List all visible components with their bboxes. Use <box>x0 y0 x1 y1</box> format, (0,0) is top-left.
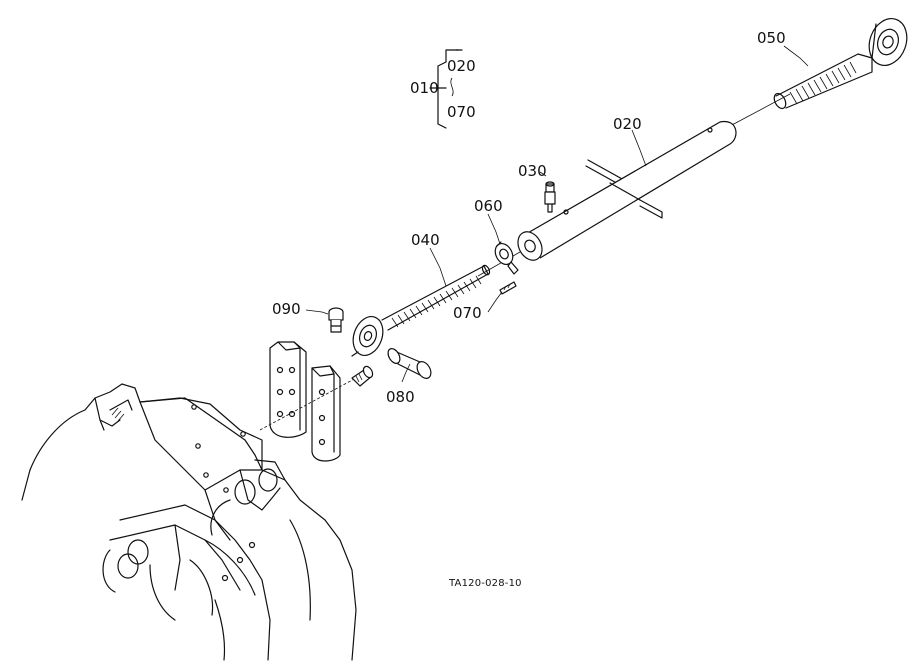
callout-020-group: 020 <box>447 57 476 75</box>
part-030-grease-fitting <box>544 181 556 213</box>
part-090-bolt <box>328 307 344 333</box>
callout-080: 080 <box>386 388 415 406</box>
part-050-upper-rod-end <box>773 18 908 110</box>
part-080-clevis-pin <box>387 348 432 379</box>
callout-090: 090 <box>272 300 301 318</box>
tractor-rear-housing <box>21 383 357 661</box>
callout-070: 070 <box>453 304 482 322</box>
part-060-lock-nut <box>494 241 519 275</box>
drawing-code: TA120-028-10 <box>448 578 522 589</box>
part-020-tube <box>517 120 737 261</box>
bracket-mounting-bolt <box>351 365 374 387</box>
callout-060: 060 <box>474 197 503 215</box>
mounting-bracket-pair <box>259 341 357 462</box>
part-040-lower-rod-end <box>351 264 491 357</box>
callout-010: 010 <box>410 79 439 97</box>
callout-020: 020 <box>613 115 642 133</box>
assembly-group-bracket <box>429 49 463 129</box>
callout-040: 040 <box>411 231 440 249</box>
callout-070-group: 070 <box>447 103 476 121</box>
callout-050: 050 <box>757 29 786 47</box>
leader-lines <box>305 45 809 383</box>
assembly-axis-line-upper <box>729 93 791 127</box>
part-070-pin <box>499 281 517 295</box>
callout-030: 030 <box>518 162 547 180</box>
